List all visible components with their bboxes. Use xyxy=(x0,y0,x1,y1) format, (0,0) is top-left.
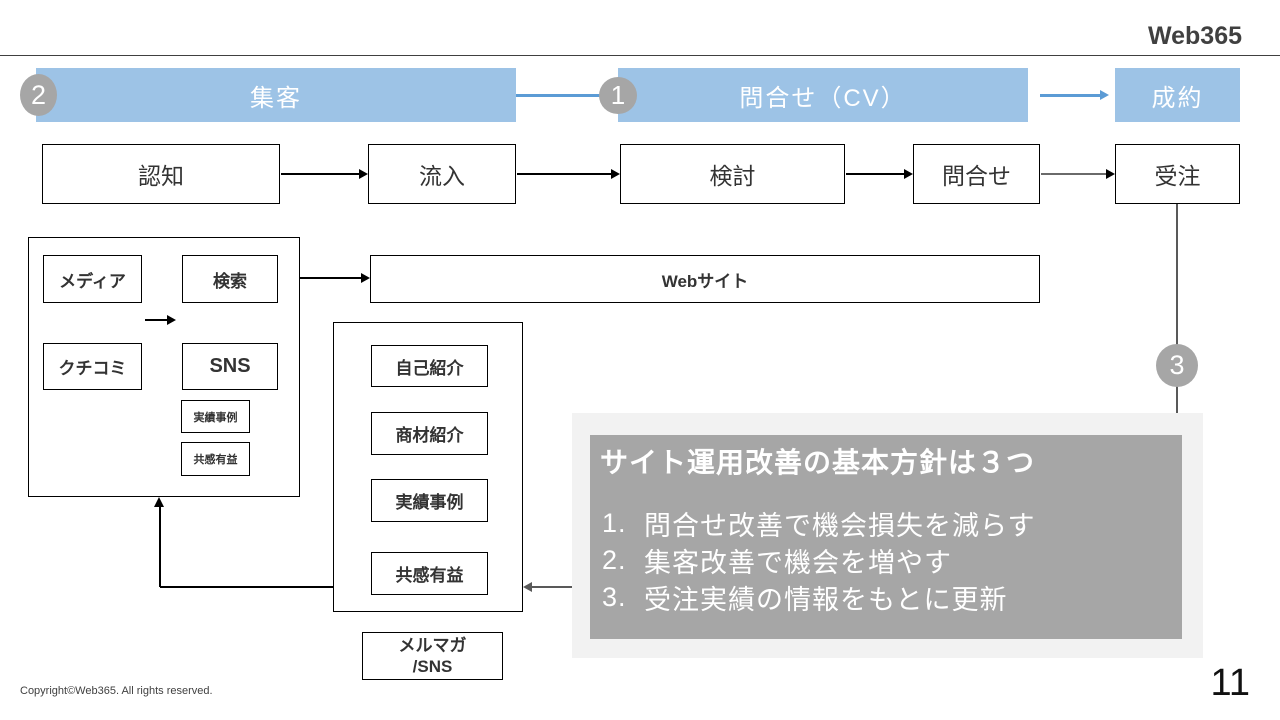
policy-title: サイト運用改善の基本方針は３つ xyxy=(600,447,1036,478)
content-jisseki: 実績事例 xyxy=(371,479,488,522)
arrow-ryunyu-kento-line xyxy=(517,173,611,175)
newsletter-box: メルマガ /SNS xyxy=(362,632,503,680)
policy-item-1-text: 問合せ改善で機会損失を減らす xyxy=(644,511,1036,541)
funnel-stage-toiawase-cv: 問合せ（CV） xyxy=(618,68,1028,122)
website-bar: Webサイト xyxy=(370,255,1040,303)
arrow-policy-content-line xyxy=(532,586,572,588)
content-kyokan: 共感有益 xyxy=(371,552,488,595)
policy-item-2-number: 2. xyxy=(602,545,627,575)
policy-item-2: 2. 集客改善で機会を増やす xyxy=(602,542,1035,579)
content-jikoshokai: 自己紹介 xyxy=(371,345,488,387)
arrow-toiawase-juchu-line xyxy=(1041,173,1106,175)
badge-1: 1 xyxy=(599,77,637,114)
newsletter-label: メルマガ /SNS xyxy=(399,635,467,678)
policy-item-2-text: 集客改善で機会を増やす xyxy=(644,548,952,578)
arrow-sources-website-line xyxy=(300,277,361,279)
arrow-ninchi-ryunyu-line xyxy=(281,173,359,175)
newsletter-line1: メルマガ xyxy=(398,635,467,655)
arrow-toiawase-juchu-head xyxy=(1106,169,1115,179)
step-ninchi: 認知 xyxy=(42,144,280,204)
loopback-head xyxy=(154,497,164,507)
policy-panel-inner xyxy=(590,435,1182,639)
arrow-ryunyu-kento-head xyxy=(611,169,620,179)
source-tag-kyokan: 共感有益 xyxy=(181,442,250,476)
header-divider xyxy=(0,55,1280,56)
source-media: メディア xyxy=(43,255,142,303)
policy-item-1: 1. 問合せ改善で機会損失を減らす xyxy=(602,505,1035,542)
arrow-sources-website-head xyxy=(361,273,370,283)
funnel-stage-shukyaku: 集客 xyxy=(36,68,516,122)
arrow-ninchi-ryunyu-head xyxy=(359,169,368,179)
loopback-horizontal-line xyxy=(160,586,333,588)
badge-3: 3 xyxy=(1156,344,1198,387)
arrow-toiawase-seiyaku-head xyxy=(1100,90,1109,100)
step-kento: 検討 xyxy=(620,144,845,204)
step-ryunyu: 流入 xyxy=(368,144,516,204)
content-shozai: 商材紹介 xyxy=(371,412,488,455)
badge-2: 2 xyxy=(20,74,57,116)
arrow-kento-toiawase-head xyxy=(904,169,913,179)
copyright-text: Copyright©Web365. All rights reserved. xyxy=(20,685,213,697)
source-tag-jisseki: 実績事例 xyxy=(181,400,250,433)
step-toiawase: 問合せ xyxy=(913,144,1040,204)
arrow-policy-content-head xyxy=(523,582,532,592)
funnel-stage-seiyaku: 成約 xyxy=(1115,68,1240,122)
brand-logo-text: Web365 xyxy=(1147,22,1242,50)
arrow-media-search-line xyxy=(145,319,167,321)
arrow-kento-toiawase-line xyxy=(846,173,904,175)
source-sns: SNS xyxy=(182,343,278,390)
arrow-media-search-head xyxy=(167,315,176,325)
step-juchu: 受注 xyxy=(1115,144,1240,204)
source-search: 検索 xyxy=(182,255,278,303)
policy-item-1-number: 1. xyxy=(602,508,627,538)
loopback-vertical-line xyxy=(159,506,161,587)
arrow-toiawase-seiyaku-line xyxy=(1040,94,1100,97)
policy-item-3-number: 3. xyxy=(602,582,627,612)
connector-shukyaku-toiawase xyxy=(516,94,600,97)
policy-item-3: 3. 受注実績の情報をもとに更新 xyxy=(602,579,1035,616)
policy-list: 1. 問合せ改善で機会損失を減らす 2. 集客改善で機会を増やす 3. 受注実績… xyxy=(602,505,1035,616)
newsletter-line2: /SNS xyxy=(412,657,453,676)
source-kuchikomi: クチコミ xyxy=(43,343,142,390)
page-number: 11 xyxy=(1210,662,1250,704)
juchu-feedback-line xyxy=(1176,204,1178,415)
policy-item-3-text: 受注実績の情報をもとに更新 xyxy=(644,585,1008,615)
